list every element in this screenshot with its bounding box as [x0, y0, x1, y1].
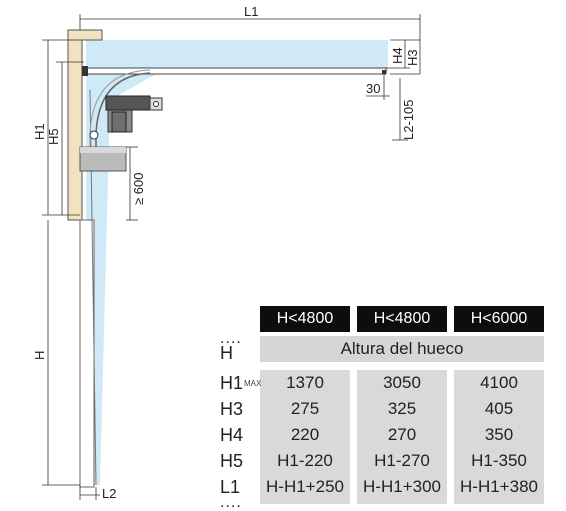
dim-h4: H4 [390, 47, 405, 64]
row-label-l1: L1 [220, 476, 241, 497]
dim-l2-105: L2-105 [401, 100, 416, 140]
cell-l1-2: H-H1+300 [363, 477, 441, 496]
motor-head [105, 95, 151, 111]
dim-min-600: ≥ 600 [131, 173, 146, 205]
roller [89, 130, 99, 140]
cell-h5-3: H1-350 [471, 451, 527, 470]
cell-h5-2: H1-270 [374, 451, 430, 470]
motor-gear [111, 111, 127, 133]
dim-h1: H1 [32, 123, 47, 140]
cell-h4-2: 270 [387, 425, 417, 444]
end-stop-right [382, 70, 386, 74]
cell-h1-2: 3050 [383, 373, 421, 392]
cell-h1-3: 4100 [480, 373, 518, 392]
dim-l1: L1 [244, 4, 258, 19]
header-h-4800-b: H<4800 [357, 306, 447, 332]
row-label-h3: H3 [220, 398, 244, 419]
cell-h5-1: H1-220 [277, 451, 333, 470]
col-bg-2 [357, 370, 447, 504]
vertical-rail [79, 219, 95, 488]
dots-bottom: .... [220, 494, 242, 511]
cell-l1-3: H-H1+380 [460, 477, 538, 496]
cell-h4-3: 350 [484, 425, 514, 444]
dim-h: H [32, 351, 47, 360]
dim-l2: L2 [102, 486, 116, 501]
end-stop-left [82, 66, 88, 76]
dots-top: .... [220, 330, 242, 347]
dim-30: 30 [366, 81, 380, 96]
col-bg-3 [454, 370, 544, 504]
altura-del-hueco: Altura del hueco [260, 336, 544, 362]
cell-h3-2: 325 [387, 399, 417, 418]
bracket-hole [153, 101, 159, 107]
cell-h4-1: 220 [290, 425, 320, 444]
lintel-wall [67, 29, 103, 41]
cell-l1-1: H-H1+250 [266, 477, 344, 496]
max-subscript: MAX [244, 378, 262, 388]
row-label-h: H [220, 342, 233, 363]
dim-h3: H3 [405, 49, 420, 66]
header-h-6000: H<6000 [454, 306, 544, 332]
cell-h1-1: 1370 [286, 373, 324, 392]
header-h-4800-a: H<4800 [260, 306, 350, 332]
row-label-h4: H4 [220, 424, 244, 445]
drive-housing-top [80, 147, 126, 153]
dim-h5: H5 [46, 128, 61, 145]
curved-track-outer [89, 69, 151, 160]
col-bg-1 [260, 370, 350, 504]
cell-h3-3: 405 [484, 399, 514, 418]
side-wall [67, 39, 83, 221]
row-label-h5: H5 [220, 450, 244, 471]
cell-h3-1: 275 [290, 399, 320, 418]
